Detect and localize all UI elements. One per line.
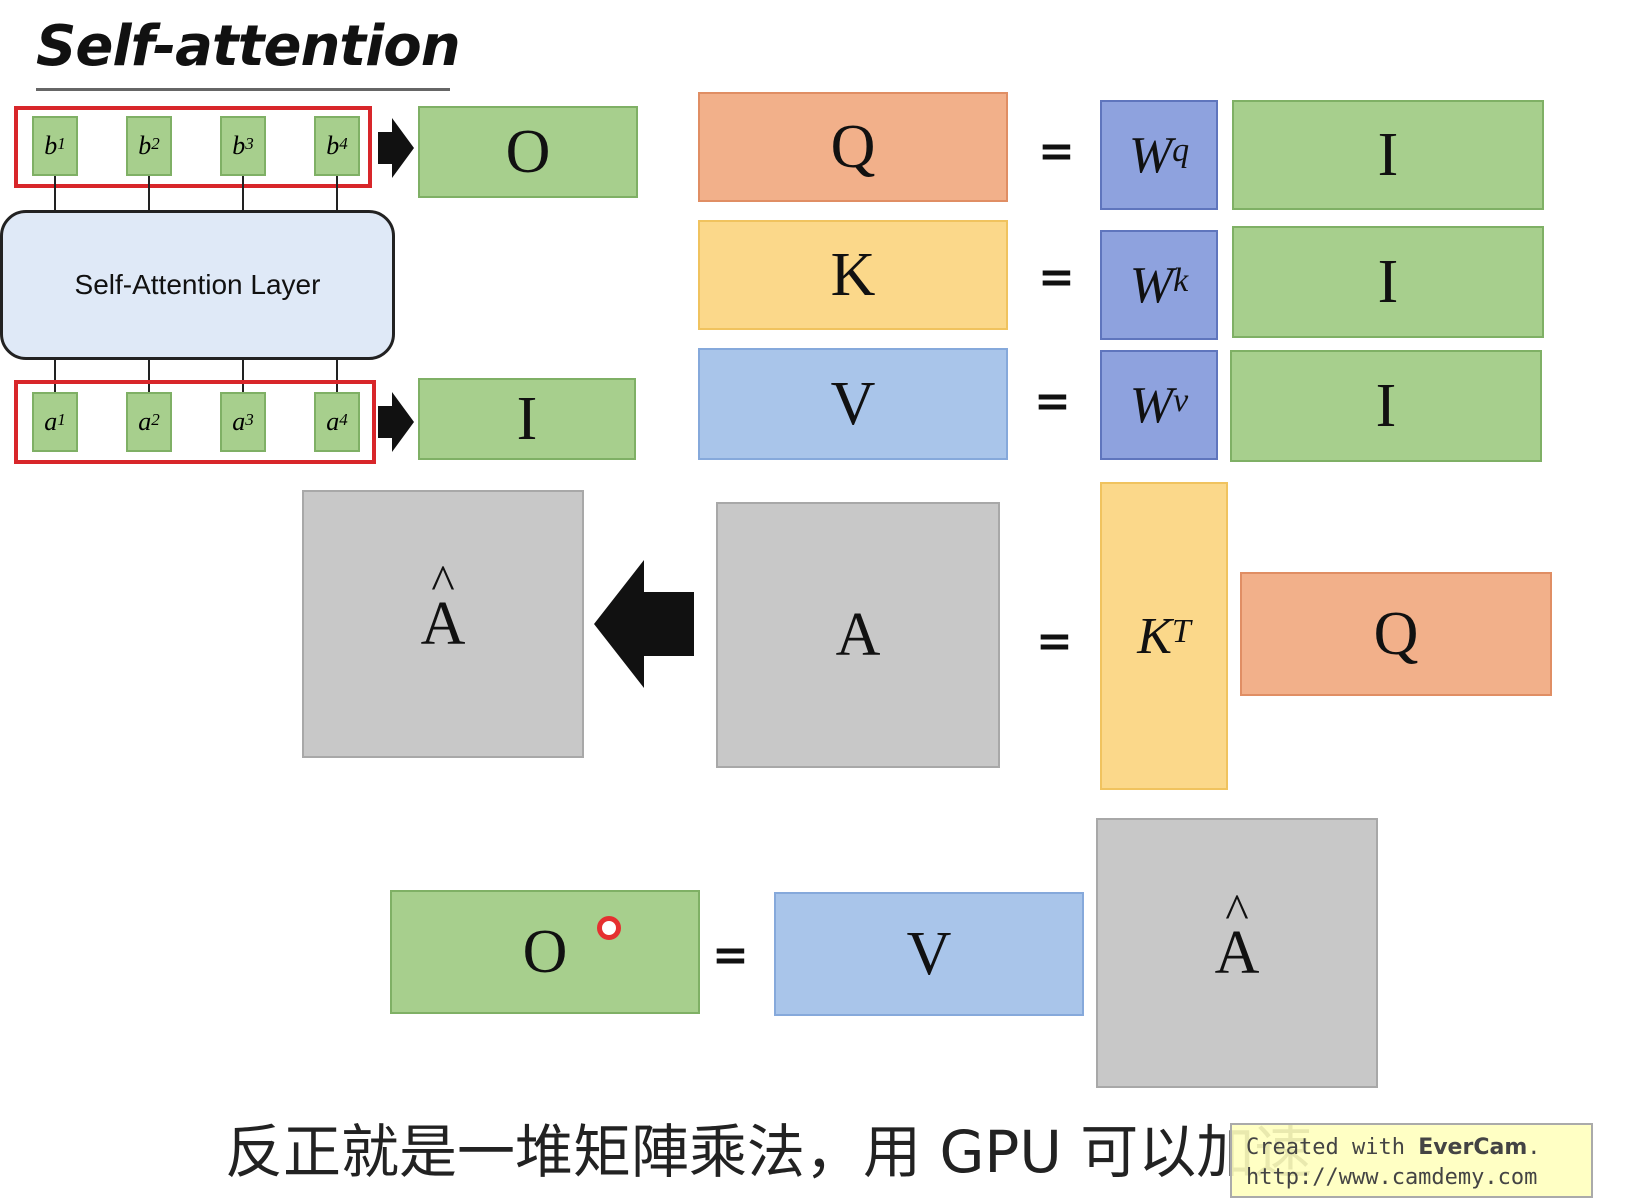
self-attention-layer: Self-Attention Layer: [0, 210, 395, 360]
matrix-o: O: [418, 106, 638, 198]
arrow-right-icon: [378, 392, 414, 452]
matrix-o-output: O: [390, 890, 700, 1014]
matrix-a-hat-output: ^A: [1096, 818, 1378, 1088]
output-vectors-frame: [14, 106, 372, 188]
matrix-v: V: [698, 348, 1008, 460]
equals-sign: =: [712, 930, 749, 981]
title-underline: [36, 88, 450, 91]
matrix-i-v: I: [1230, 350, 1542, 462]
arrow-right-icon: [378, 118, 414, 178]
equals-sign: =: [1034, 376, 1071, 427]
matrix-q: Q: [698, 92, 1008, 202]
slide-title: Self-attention: [36, 14, 461, 79]
matrix-i-k: I: [1232, 226, 1544, 338]
connector-line: [336, 358, 338, 416]
connector-line: [54, 176, 56, 212]
equals-sign: =: [1038, 126, 1075, 177]
connector-line: [336, 176, 338, 212]
subtitle-caption: 反正就是一堆矩陣乘法，用 GPU 可以加速: [225, 1118, 1313, 1186]
matrix-q-attention: Q: [1240, 572, 1552, 696]
connector-line: [148, 358, 150, 416]
matrix-a: A: [716, 502, 1000, 768]
connector-line: [242, 176, 244, 212]
connector-line: [148, 176, 150, 212]
matrix-v-output: V: [774, 892, 1084, 1016]
matrix-i: I: [418, 378, 636, 460]
matrix-k: K: [698, 220, 1008, 330]
matrix-i-q: I: [1232, 100, 1544, 210]
equals-sign: =: [1036, 616, 1073, 667]
equals-sign: =: [1038, 252, 1075, 303]
input-vectors-frame: [14, 380, 376, 464]
pointer-cursor: [597, 916, 621, 940]
arrow-left-icon: [594, 560, 694, 688]
matrix-a-hat: ^A: [302, 490, 584, 758]
connector-line: [54, 358, 56, 416]
connector-line: [242, 358, 244, 416]
evercam-watermark: Created with EverCam. http://www.camdemy…: [1230, 1123, 1593, 1198]
